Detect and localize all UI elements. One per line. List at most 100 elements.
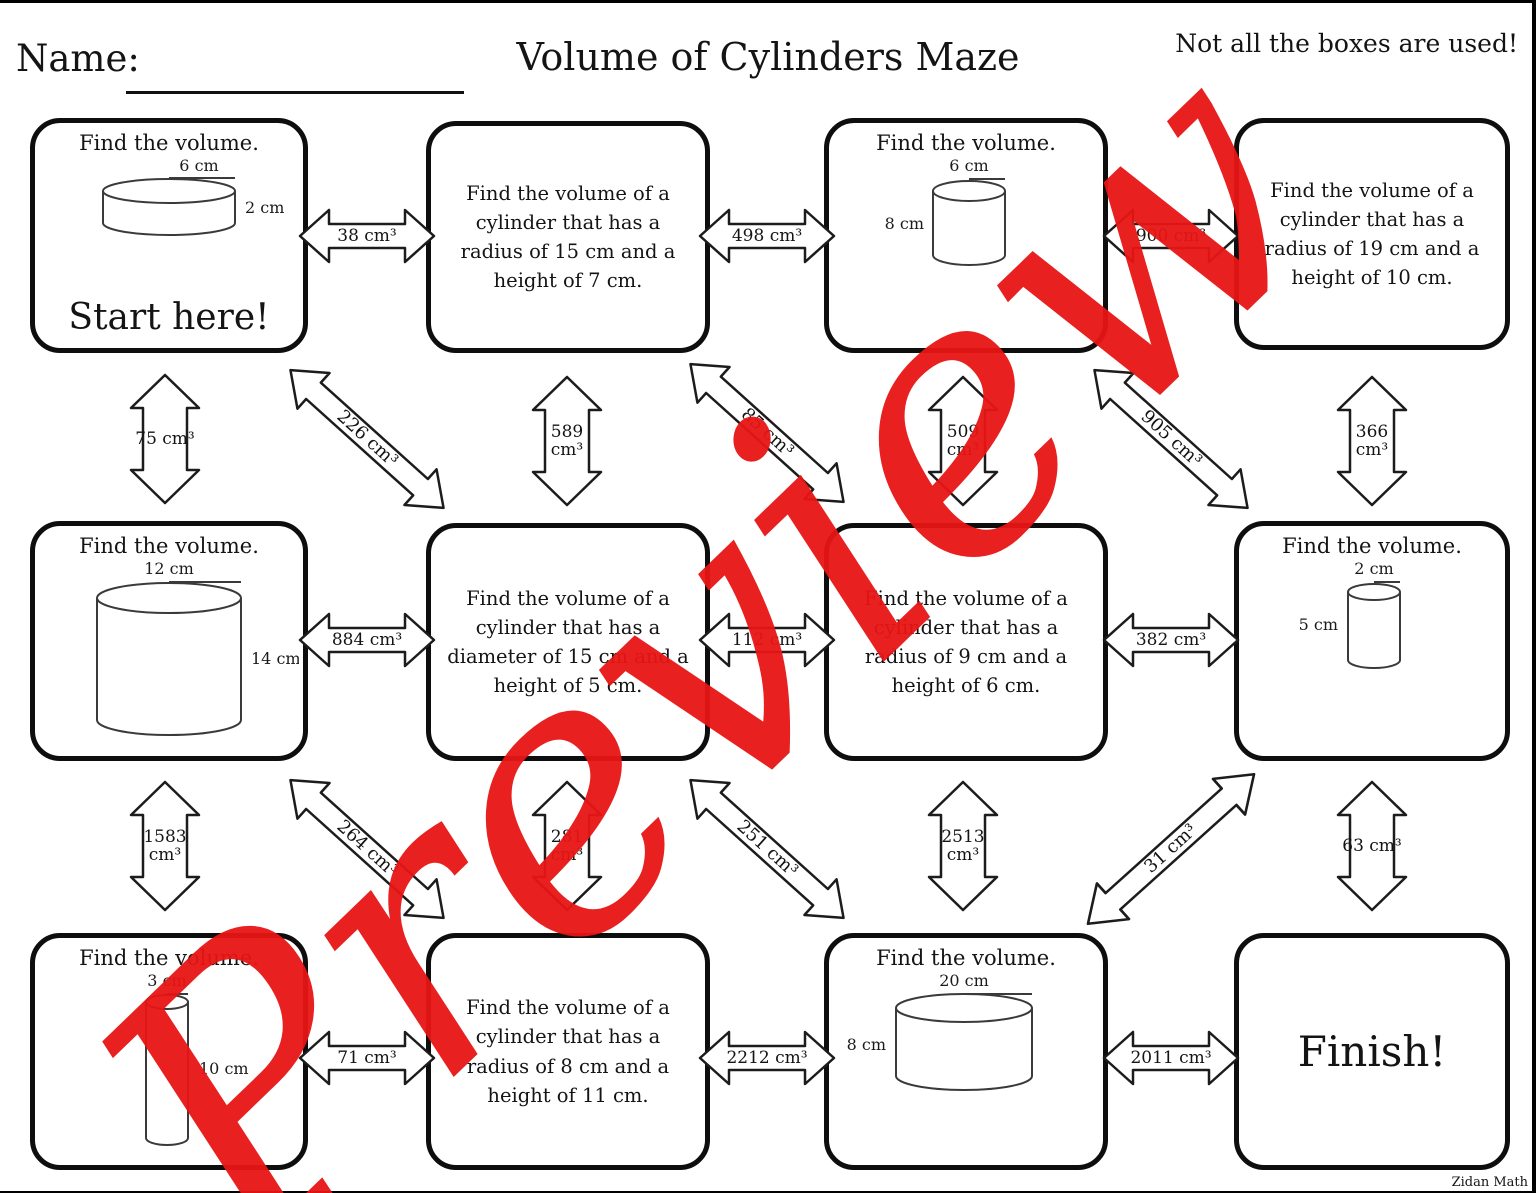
double-arrow-icon bbox=[297, 1026, 437, 1090]
arrow-d6: 31 cm³ bbox=[1066, 750, 1276, 947]
double-arrow-icon bbox=[1073, 347, 1269, 532]
arrow-label: 382 cm³ bbox=[1135, 629, 1207, 650]
arrow-v3: 509 cm³ bbox=[917, 374, 1009, 508]
double-arrow-icon bbox=[1326, 779, 1418, 913]
maze-box-2: Find the volume of a cylinder that has a… bbox=[426, 121, 710, 353]
figure-side-label: 8 cm bbox=[847, 1035, 886, 1054]
arrow-h2: 498 cm³ bbox=[697, 204, 837, 268]
arrow-label: 75 cm³ bbox=[135, 428, 195, 449]
arrow-label: 2212 cm³ bbox=[726, 1047, 808, 1068]
double-arrow-icon bbox=[1101, 1026, 1241, 1090]
box-prompt: Find the volume. bbox=[79, 534, 259, 558]
arrow-label: 112 cm³ bbox=[731, 629, 803, 650]
arrow-h5: 112 cm³ bbox=[697, 608, 837, 672]
double-arrow-icon bbox=[119, 779, 211, 913]
arrow-h3: 900 cm³ bbox=[1101, 204, 1241, 268]
arrow-v8: 63 cm³ bbox=[1326, 779, 1418, 913]
maze-box-7: Find the volume of a cylinder that has a… bbox=[824, 523, 1108, 761]
double-arrow-icon bbox=[521, 779, 613, 913]
arrow-v7: 2513 cm³ bbox=[917, 779, 1009, 913]
finish-label: Finish! bbox=[1297, 1027, 1447, 1076]
maze-box-start: Find the volume. 6 cm 2 cm Start here! bbox=[30, 118, 308, 353]
arrow-label: 71 cm³ bbox=[337, 1047, 397, 1068]
arrow-label: 900 cm³ bbox=[1135, 225, 1207, 246]
name-blank-line bbox=[126, 49, 464, 94]
double-arrow-icon bbox=[269, 347, 465, 532]
cylinder-figure: 12 cm 14 cm bbox=[96, 560, 299, 736]
name-label: Name: bbox=[16, 37, 140, 80]
arrow-h6: 382 cm³ bbox=[1101, 608, 1241, 672]
cylinder-figure: 6 cm 2 cm bbox=[102, 157, 284, 236]
figure-side-label: 10 cm bbox=[199, 1059, 249, 1078]
double-arrow-icon bbox=[917, 779, 1009, 913]
arrow-label: 589 cm³ bbox=[550, 421, 584, 460]
arrow-d5: 251 cm³ bbox=[669, 757, 865, 942]
arrow-label: 366 cm³ bbox=[1355, 421, 1389, 460]
arrow-h4: 884 cm³ bbox=[297, 608, 437, 672]
cylinder-figure: 2 cm 5 cm bbox=[1299, 560, 1401, 669]
arrow-label: 281 cm³ bbox=[550, 826, 584, 865]
figure-top-label: 3 cm bbox=[147, 972, 186, 990]
maze-box-10: Find the volume of a cylinder that has a… bbox=[426, 933, 710, 1170]
box-prompt: Find the volume. bbox=[79, 131, 259, 155]
cylinder-figure: 6 cm 8 cm bbox=[885, 157, 1006, 266]
arrow-v4: 366 cm³ bbox=[1326, 374, 1418, 508]
instruction-note: Not all the boxes are used! bbox=[1175, 29, 1518, 58]
double-arrow-icon bbox=[669, 757, 865, 942]
box-prompt: Find the volume. bbox=[876, 946, 1056, 970]
box-prompt: Find the volume. bbox=[876, 131, 1056, 155]
figure-top-label: 6 cm bbox=[179, 157, 218, 175]
start-label: Start here! bbox=[68, 297, 270, 338]
arrow-v6: 281 cm³ bbox=[521, 779, 613, 913]
double-arrow-icon bbox=[297, 204, 437, 268]
arrow-h8: 2212 cm³ bbox=[697, 1026, 837, 1090]
problem-text: Find the volume of a cylinder that has a… bbox=[1264, 178, 1480, 290]
problem-text: Find the volume of a cylinder that has a… bbox=[447, 586, 689, 698]
arrow-label: 38 cm³ bbox=[337, 225, 397, 246]
arrow-h7: 71 cm³ bbox=[297, 1026, 437, 1090]
maze-box-11: Find the volume. 20 cm 8 cm bbox=[824, 933, 1108, 1170]
double-arrow-icon bbox=[697, 1026, 837, 1090]
page-edge-right bbox=[1532, 3, 1536, 1193]
arrow-h9: 2011 cm³ bbox=[1101, 1026, 1241, 1090]
arrow-v5: 1583 cm³ bbox=[119, 779, 211, 913]
arrow-d4: 264 cm³ bbox=[269, 757, 465, 942]
arrow-label: 2513 cm³ bbox=[941, 826, 985, 865]
double-arrow-icon bbox=[697, 608, 837, 672]
double-arrow-icon bbox=[521, 374, 613, 508]
arrow-label: 884 cm³ bbox=[331, 629, 403, 650]
figure-top-label: 12 cm bbox=[144, 560, 194, 578]
figure-side-label: 2 cm bbox=[245, 198, 284, 217]
double-arrow-icon bbox=[1101, 204, 1241, 268]
arrow-h1: 38 cm³ bbox=[297, 204, 437, 268]
arrow-label: 1583 cm³ bbox=[143, 826, 187, 865]
figure-top-label: 6 cm bbox=[949, 157, 988, 175]
double-arrow-icon bbox=[697, 204, 837, 268]
maze-box-5: Find the volume. 12 cm 14 cm bbox=[30, 521, 308, 761]
box-prompt: Find the volume. bbox=[1282, 534, 1462, 558]
cylinder-figure: 20 cm 8 cm bbox=[847, 972, 1033, 1091]
double-arrow-icon bbox=[917, 374, 1009, 508]
double-arrow-icon bbox=[119, 372, 211, 506]
arrow-d2: 85 cm³ bbox=[669, 341, 865, 526]
arrow-label: 509 cm³ bbox=[946, 421, 980, 460]
arrow-label: 498 cm³ bbox=[731, 225, 803, 246]
page-edge-bottom bbox=[0, 1191, 1536, 1193]
cylinder-figure: 3 cm 10 cm bbox=[145, 972, 249, 1146]
double-arrow-icon bbox=[269, 757, 465, 942]
maze-box-4: Find the volume of a cylinder that has a… bbox=[1234, 118, 1510, 350]
problem-text: Find the volume of a cylinder that has a… bbox=[864, 586, 1068, 698]
figure-top-label: 20 cm bbox=[939, 972, 989, 990]
arrow-label: 2011 cm³ bbox=[1130, 1047, 1212, 1068]
maze-box-3: Find the volume. 6 cm 8 cm bbox=[824, 118, 1108, 353]
arrow-v1: 75 cm³ bbox=[119, 372, 211, 506]
figure-top-label: 2 cm bbox=[1354, 560, 1393, 578]
author-credit: Zidan Math bbox=[1451, 1175, 1528, 1190]
arrow-d3: 905 cm³ bbox=[1073, 347, 1269, 532]
problem-text: Find the volume of a cylinder that has a… bbox=[466, 996, 670, 1107]
arrow-label: 63 cm³ bbox=[1342, 835, 1402, 856]
double-arrow-icon bbox=[297, 608, 437, 672]
maze-box-9: Find the volume. 3 cm 10 cm bbox=[30, 933, 308, 1170]
maze-box-6: Find the volume of a cylinder that has a… bbox=[426, 523, 710, 761]
